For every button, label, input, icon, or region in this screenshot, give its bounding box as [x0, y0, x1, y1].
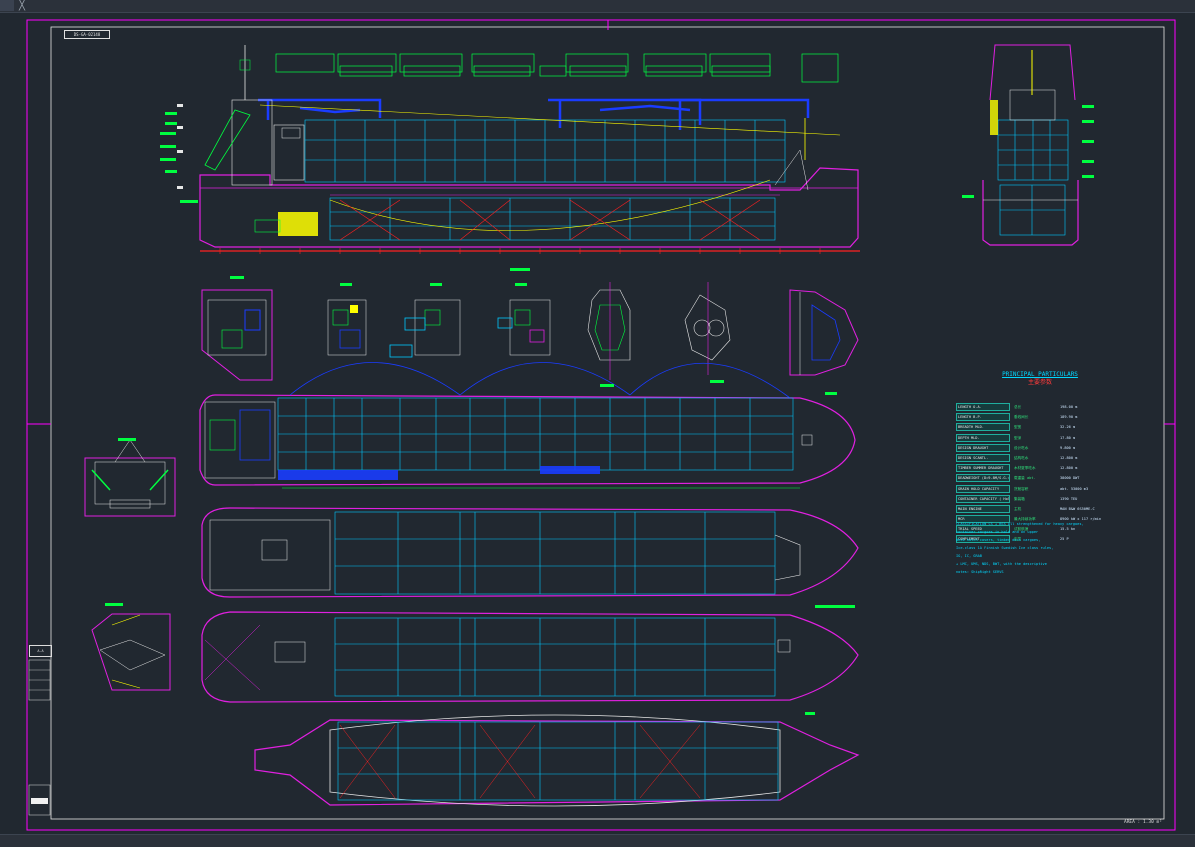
pp-cell-cn: 货舱容积 [1014, 486, 1029, 491]
pp-cell-val: 198.00 m [1060, 405, 1078, 409]
pp-cell-en: LENGTH O.A. [956, 403, 1010, 411]
detail-compass-deck [684, 282, 731, 375]
tween-deck-plan-1 [201, 507, 859, 598]
pp-cell-en: COMPLEMENT [956, 535, 1010, 544]
note-line: deck hatch covers, timber deck cargoes, [956, 538, 1041, 542]
pp-row: DESIGN SCANTL. 结构吃水 12.800 m [956, 453, 1116, 463]
pp-cell-val: 12.800 m [1060, 455, 1078, 460]
pp-cell-en: GRAIN HOLD CAPACITY [956, 484, 1010, 493]
pp-cell-en: MCR [956, 515, 1010, 524]
pp-cell-cn: 型深 [1014, 435, 1022, 440]
detail-bridge-deck [587, 282, 631, 380]
pp-row: CONTAINER CAPACITY ( Hold / Deck / Total… [956, 494, 1116, 504]
pp-cell-val: MAN B&W 6S50ME-C [1060, 506, 1095, 511]
pp-row: BREADTH MLD. 型宽 32.26 m [956, 422, 1116, 432]
pp-cell-val: 8900 kW x 117 r/min [1060, 517, 1102, 522]
pp-row: LENGTH O.A. 总长 198.00 m [956, 402, 1116, 412]
outer-frame [26, 19, 1176, 831]
detail-deck-plan-3 [497, 299, 551, 356]
note-line: notes: ShipRight SERVS [956, 570, 1004, 574]
pp-cell-val: abt. 53000 m3 [1060, 486, 1089, 491]
close-tab-icon[interactable]: ╳ [18, 0, 26, 11]
pp-cell-en: CONTAINER CAPACITY ( Hold / Deck / Total… [956, 494, 1010, 503]
pp-cell-cn: 载重量 abt. [1014, 476, 1036, 481]
pp-row: COMPLEMENT 定员 25 P [956, 534, 1116, 544]
bow-section-left [91, 603, 171, 691]
pp-cell-en: LENGTH B.P. [956, 413, 1010, 422]
pp-row: DEPTH MLD. 型深 17.80 m [956, 433, 1116, 443]
tank-top-plan [254, 714, 860, 807]
pp-cell-en: BREADTH MLD. [956, 423, 1010, 432]
pp-cell-val: 9.800 m [1060, 445, 1076, 450]
pp-cell-en: DESIGN SCANTL. [956, 453, 1010, 462]
transverse-section-left [84, 438, 176, 517]
detail-views-row [201, 282, 859, 381]
pp-cell-cn: 木材夏季吃水 [1014, 466, 1036, 471]
pp-row: LENGTH B.P. 垂线间长 189.90 m [956, 412, 1116, 422]
area-label: AREA : 1.30 m² [1124, 820, 1162, 825]
pp-cell-val: 189.90 m [1060, 415, 1078, 420]
pp-cell-cn: 结构吃水 [1014, 455, 1029, 460]
pp-cell-val: 1390 TEU [1060, 496, 1078, 501]
pp-cell-val: 38000 DWT [1060, 476, 1080, 481]
pp-title-en: PRINCIPAL PARTICULARS [1002, 371, 1078, 378]
tween-deck-plan-2 [201, 611, 859, 703]
classification-notes: CLASSIFICATION CS + BSS All strengthened… [956, 520, 1116, 576]
pp-cell-en: TRIAL SPEED [956, 525, 1010, 534]
pp-cell-en: DEPTH MLD. [956, 433, 1010, 442]
note-line: + LMC, UMS, NDS, BWT, with the descripti… [956, 562, 1047, 566]
detail-deck-plan-2 [389, 299, 461, 358]
principal-particulars-table: LENGTH O.A. 总长 198.00 m LENGTH B.P. 垂线间长 189.… [956, 402, 1116, 545]
pp-cell-val: 15.5 kn [1060, 527, 1076, 532]
status-bar [0, 834, 1195, 847]
principal-particulars-title: PRINCIPAL PARTICULARS 主要参数 [985, 371, 1095, 387]
section-label-box: A-A [29, 645, 52, 657]
note-line: IG, IC, GRAB [956, 554, 982, 558]
pp-cell-cn: 总长 [1014, 405, 1022, 409]
pp-cell-en: DESIGN DRAUGHT [956, 443, 1010, 452]
pp-row: MCR 最大持续功率 8900 kW x 117 r/min [956, 514, 1116, 524]
pp-cell-cn: 试航航速 [1014, 527, 1029, 532]
pp-cell-en: TIMBER SUMMER DRAUGHT [956, 464, 1010, 473]
pp-cell-val: 17.80 m [1060, 435, 1076, 440]
upper-deck-plan [199, 362, 856, 489]
pp-row: TRIAL SPEED 试航航速 15.5 kn [956, 524, 1116, 534]
pp-row: GRAIN HOLD CAPACITY 货舱容积 abt. 53000 m3 [956, 484, 1116, 494]
pp-cell-cn: 集装箱 [1014, 496, 1025, 501]
note-line: Ice-class 1A Finnish Swedish Ice class r… [956, 546, 1054, 550]
title-bar: ╳ [0, 0, 1195, 13]
pp-cell-cn: 型宽 [1014, 425, 1022, 430]
pp-cell-cn: 设计吃水 [1014, 445, 1029, 450]
midship-section-view [962, 44, 1094, 246]
pp-row: TIMBER SUMMER DRAUGHT 木材夏季吃水 12.800 m [956, 463, 1116, 473]
profile-view [160, 45, 860, 271]
pp-cell-cn: 定员 [1014, 537, 1022, 542]
pp-cell-val: 25 P [1060, 537, 1069, 542]
pp-cell-val: 12.800 m [1060, 466, 1078, 471]
pp-row: DEADWEIGHT (D=9.8M/S.G.=1.025) 载重量 abt. 38… [956, 473, 1116, 483]
detail-aft-house [201, 289, 273, 381]
pp-title-cn: 主要参数 [1027, 379, 1052, 386]
drawing-number: DS-GA-02148 [64, 30, 110, 39]
pp-cell-en: MAIN ENGINE [956, 504, 1010, 513]
pp-row: MAIN ENGINE 主机 MAN B&W 6S50ME-C [956, 504, 1116, 514]
note-line: container cargoes in hold and on upper [956, 530, 1039, 534]
pp-cell-cn: 垂线间长 [1014, 415, 1029, 420]
document-tab[interactable] [0, 0, 14, 11]
pp-cell-cn: 主机 [1014, 506, 1022, 511]
detail-deck-plan-1 [327, 299, 367, 356]
note-line: CLASSIFICATION CS + BSS All strengthened… [956, 522, 1084, 526]
pp-cell-en: DEADWEIGHT (D=9.8M/S.G.=1.025) [956, 474, 1010, 483]
pp-cell-cn: 最大持续功率 [1014, 517, 1036, 522]
pp-row: DESIGN DRAUGHT 设计吃水 9.800 m [956, 443, 1116, 453]
detail-forecastle-plan [789, 289, 859, 376]
pp-cell-val: 32.26 m [1060, 425, 1076, 430]
